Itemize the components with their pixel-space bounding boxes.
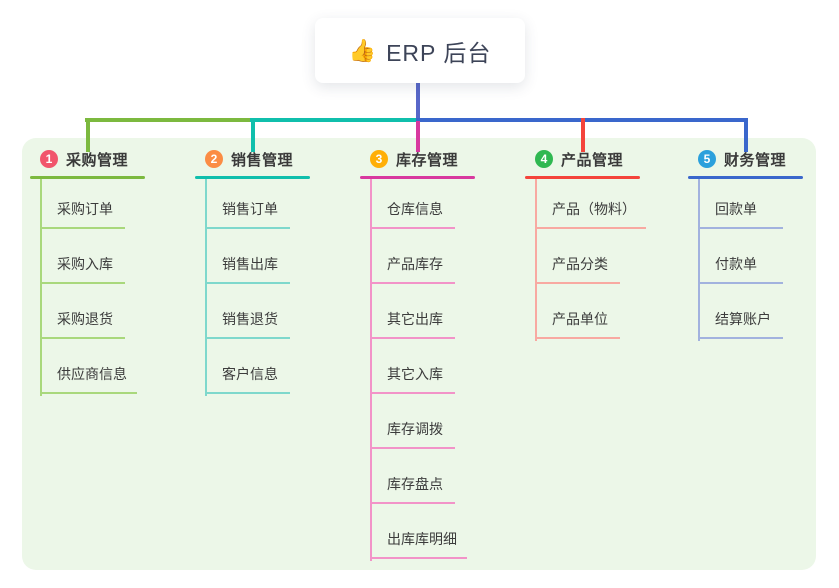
branch-item[interactable]: 客户信息 [205, 364, 290, 394]
branch-item[interactable]: 库存盘点 [370, 474, 455, 504]
branch-item[interactable]: 采购退货 [40, 309, 125, 339]
branch-item[interactable]: 回款单 [698, 199, 783, 229]
branch-item[interactable]: 其它入库 [370, 364, 455, 394]
branch-item[interactable]: 销售订单 [205, 199, 290, 229]
branch-items-line [535, 179, 537, 341]
branch-connector-horizontal [85, 118, 254, 122]
branch-title: 财务管理 [724, 151, 787, 169]
thumbs-up-icon: 👍 [348, 37, 377, 63]
root-node[interactable]: 👍 ERP 后台 [315, 18, 525, 83]
branch-item[interactable]: 销售出库 [205, 254, 290, 284]
branch-title: 库存管理 [396, 151, 459, 169]
branch-title: 产品管理 [561, 151, 624, 169]
branch-items-line [40, 179, 42, 396]
branch-items-line [698, 179, 700, 341]
branch-item[interactable]: 出库库明细 [370, 529, 467, 559]
branch-item[interactable]: 其它出库 [370, 309, 455, 339]
branch-items-line [370, 179, 372, 561]
branch-connector-stub [416, 121, 420, 152]
branch-title: 销售管理 [231, 151, 294, 169]
branch-item[interactable]: 销售退货 [205, 309, 290, 339]
branch-number-badge: 3 [370, 150, 388, 168]
branch-item[interactable]: 供应商信息 [40, 364, 137, 394]
branch-title-underline [688, 176, 803, 179]
branch-title-underline [360, 176, 475, 179]
branch-number-badge: 2 [205, 150, 223, 168]
branch-item[interactable]: 库存调拨 [370, 419, 455, 449]
branch-heading[interactable]: 4 产品管理 [535, 149, 623, 169]
branch-title-underline [30, 176, 145, 179]
branches-panel [22, 138, 816, 570]
branch-heading[interactable]: 3 库存管理 [370, 149, 458, 169]
branch-heading[interactable]: 5 财务管理 [698, 149, 786, 169]
branch-item[interactable]: 采购入库 [40, 254, 125, 284]
branch-number-badge: 4 [535, 150, 553, 168]
branch-item[interactable]: 产品分类 [535, 254, 620, 284]
branch-item[interactable]: 采购订单 [40, 199, 125, 229]
branch-heading[interactable]: 2 销售管理 [205, 149, 293, 169]
branch-item[interactable]: 结算账户 [698, 309, 783, 339]
branch-items-line [205, 179, 207, 396]
branch-number-badge: 5 [698, 150, 716, 168]
branch-connector-stub [86, 118, 90, 152]
branch-number-badge: 1 [40, 150, 58, 168]
branch-item[interactable]: 产品（物料） [535, 199, 646, 229]
branch-connector-stub [251, 118, 255, 152]
root-connector-line [416, 83, 420, 121]
root-title: ERP 后台 [386, 39, 492, 66]
branch-title: 采购管理 [66, 151, 129, 169]
branch-item[interactable]: 付款单 [698, 254, 783, 284]
branch-heading[interactable]: 1 采购管理 [40, 149, 128, 169]
branch-item[interactable]: 产品库存 [370, 254, 455, 284]
branch-title-underline [525, 176, 640, 179]
branch-connector-stub [581, 118, 585, 152]
branch-item[interactable]: 产品单位 [535, 309, 620, 339]
branch-connector-stub [744, 118, 748, 152]
branch-connector-horizontal [250, 118, 418, 122]
branch-item[interactable]: 仓库信息 [370, 199, 455, 229]
branch-title-underline [195, 176, 310, 179]
